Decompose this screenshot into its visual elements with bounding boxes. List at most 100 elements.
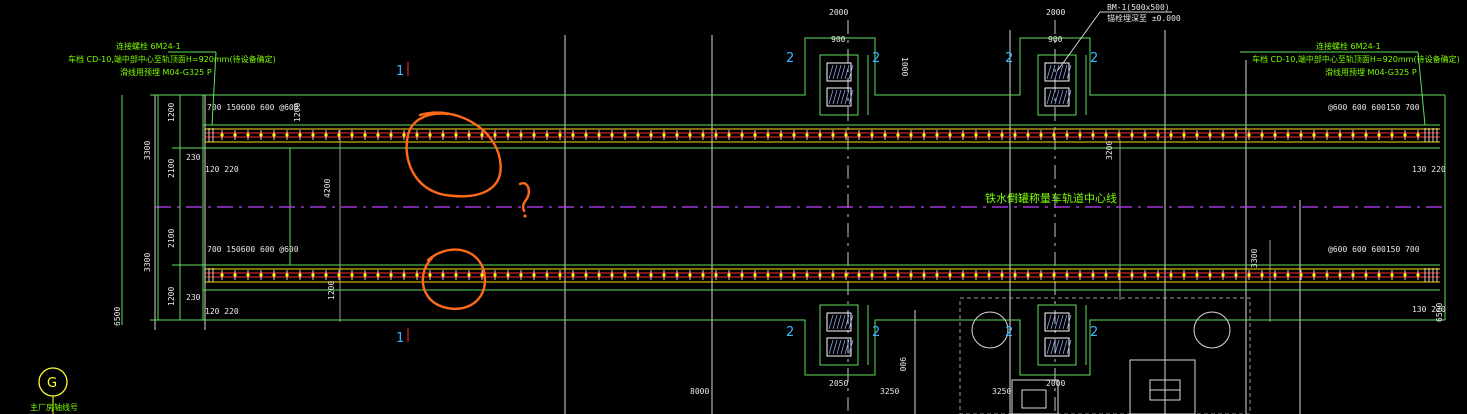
anchor-bolt-dot <box>1026 273 1030 277</box>
anchor-bolt-dot <box>246 273 250 277</box>
anchor-bolt-dot <box>831 273 835 277</box>
anchor-bolt-dot <box>1338 133 1342 137</box>
rail-lower <box>205 268 1440 283</box>
anchor-bolt-dot <box>714 273 718 277</box>
anchor-bolt-dot <box>480 273 484 277</box>
section-2-g: 2 <box>1005 325 1013 340</box>
anchor-bolt-dot <box>1156 273 1160 277</box>
anchor-bolt-dot <box>818 273 822 277</box>
anchor-bolt-dot <box>1416 133 1420 137</box>
anchor-bolt-dot <box>363 133 367 137</box>
anchor-bolt-dot <box>1351 133 1355 137</box>
anchor-bolt-dot <box>792 133 796 137</box>
anchor-bolt-dot <box>1130 273 1134 277</box>
anchor-bolt-dot <box>311 133 315 137</box>
anchor-bolt-dot <box>220 273 224 277</box>
anchor-bolt-dot <box>948 273 952 277</box>
plate-hatch <box>1066 339 1072 355</box>
dim-130-220-a: 130 220 <box>1412 165 1446 174</box>
plate-hatch <box>1050 89 1056 105</box>
anchor-bolt-dot <box>1000 273 1004 277</box>
dim-900-b: 900 <box>1048 35 1063 44</box>
anchor-bolt-dot <box>441 273 445 277</box>
axis-letter: G <box>47 376 57 391</box>
anchor-bolt-dot <box>974 273 978 277</box>
anchor-bolt-dot <box>350 133 354 137</box>
dim-top-row-left-a: 700 150600 600 @600 <box>207 103 299 112</box>
anchor-bolt-dot <box>870 133 874 137</box>
pit-outline <box>819 54 859 116</box>
anchor-bolt-dot <box>844 133 848 137</box>
pit-outline <box>1037 54 1077 116</box>
anchor-bolt-dot <box>1260 273 1264 277</box>
dim-1000-a: 1000 <box>900 57 909 76</box>
plate-hatch <box>1066 89 1072 105</box>
dim-3300-left-a: 3300 <box>143 141 152 160</box>
anchor-bolt-dot <box>688 273 692 277</box>
dim-2000-top-a: 2000 <box>829 8 848 17</box>
anchor-bolt-dot <box>740 133 744 137</box>
anchor-bolt-dot <box>1078 133 1082 137</box>
anchor-bolt-dot <box>1130 133 1134 137</box>
plate-hatch <box>1046 314 1052 330</box>
plate-hatch <box>1046 339 1052 355</box>
dim-900-a: 900 <box>831 35 846 44</box>
dim-230-b: 230 <box>186 293 201 302</box>
anchor-bolt-dot <box>948 133 952 137</box>
axis-bubble-g[interactable]: G 主厂房轴线号 <box>30 367 78 414</box>
anchor-bolt-dot <box>1377 133 1381 137</box>
plate-hatch <box>1062 314 1068 330</box>
anchor-bolt-dot <box>792 273 796 277</box>
anchor-bolt-dot <box>961 273 965 277</box>
anchor-bolt-dot <box>766 133 770 137</box>
anchor-bolt-dot <box>1234 273 1238 277</box>
anchor-bolt-dot <box>1117 273 1121 277</box>
anchor-bolt-dot <box>402 133 406 137</box>
anchor-bolt-dot <box>1195 133 1199 137</box>
anchor-bolt-dot <box>259 273 263 277</box>
anchor-bolt-dot <box>883 133 887 137</box>
anchor-bolt-dot <box>883 273 887 277</box>
anchor-bolt-dot <box>532 133 536 137</box>
anchor-bolt-dot <box>701 133 705 137</box>
anchor-bolt-dot <box>649 273 653 277</box>
anchor-bolt-dot <box>935 273 939 277</box>
plate-hatch <box>848 339 854 355</box>
anchor-bolt-dot <box>337 133 341 137</box>
dim-2100-left: 2100 <box>167 159 176 178</box>
anchor-bolt-dot <box>922 133 926 137</box>
anchor-bolt-dot <box>662 133 666 137</box>
anchor-bolt-dot <box>233 273 237 277</box>
anchor-bolt-dot <box>909 133 913 137</box>
plate-hatch <box>844 314 850 330</box>
scribble-question <box>518 182 531 213</box>
plate-hatch <box>1050 314 1056 330</box>
anchor-bolt-dot <box>441 133 445 137</box>
plate-hatch <box>836 339 842 355</box>
anchor-bolt-dot <box>1039 133 1043 137</box>
anchor-bolt-dot <box>1000 133 1004 137</box>
anchor-bolt-dot <box>558 133 562 137</box>
plate-hatch <box>1054 339 1060 355</box>
anchor-bolt-dot <box>909 273 913 277</box>
anchor-bolt-dot <box>727 133 731 137</box>
anchor-bolt-dot <box>246 133 250 137</box>
anchor-bolt-dot <box>1325 133 1329 137</box>
anchor-bolt-dot <box>1091 273 1095 277</box>
dim-2100-left-b: 2100 <box>167 229 176 248</box>
anchor-bolt-dot <box>285 273 289 277</box>
anchor-bolt-dot <box>285 133 289 137</box>
plate-hatch <box>1062 339 1068 355</box>
anchor-bolts <box>204 128 1438 282</box>
anchor-bolt-dot <box>1286 273 1290 277</box>
anchor-bolt-dot <box>714 133 718 137</box>
anchor-bolt-dot <box>415 273 419 277</box>
anchor-bolt-dot <box>350 273 354 277</box>
anchor-bolt-dot <box>1273 133 1277 137</box>
anchor-bolt-dot <box>519 273 523 277</box>
anchor-bolt-dot <box>1169 273 1173 277</box>
plate-hatch <box>1062 64 1068 80</box>
anchor-bolt-dot <box>1234 133 1238 137</box>
anchor-bolt-dot <box>1416 273 1420 277</box>
